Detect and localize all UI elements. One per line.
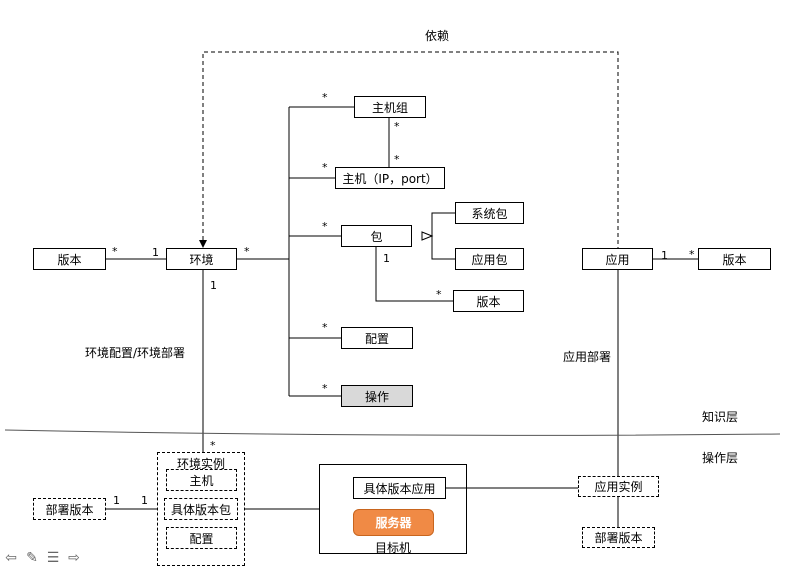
package-box[interactable]: 包 — [341, 225, 412, 247]
arrow-right-icon[interactable]: ⇨ — [68, 550, 80, 566]
application-box[interactable]: 应用 — [582, 248, 653, 270]
arrow-left-icon[interactable]: ⇦ — [5, 550, 17, 566]
mult-host-group-star: * — [322, 91, 328, 104]
mult-env-bus-star: * — [244, 245, 250, 258]
app-instance-box[interactable]: 应用实例 — [578, 476, 659, 497]
mult-deploy-right-one: 1 — [141, 494, 148, 507]
app-package-box[interactable]: 应用包 — [455, 248, 524, 270]
mult-version-env-star: * — [112, 245, 118, 258]
operation-box[interactable]: 操作 — [341, 385, 413, 407]
version-box-right[interactable]: 版本 — [698, 248, 771, 270]
knowledge-layer-label: 知识层 — [702, 410, 739, 424]
slide-nav: ⇦ ✎ ☰ ⇨ — [2, 550, 83, 566]
host-group-box[interactable]: 主机组 — [354, 96, 426, 118]
mult-group-host-star2: * — [394, 153, 400, 166]
mult-env-instance-one: 1 — [210, 279, 217, 292]
mult-app-version-star: * — [689, 248, 695, 261]
mult-deploy-left-one: 1 — [113, 494, 120, 507]
deploy-version-box-left[interactable]: 部署版本 — [33, 498, 106, 520]
mult-host-star: * — [322, 161, 328, 174]
config-box[interactable]: 配置 — [341, 327, 413, 349]
mult-package-star: * — [322, 220, 328, 233]
mult-group-host-star1: * — [394, 120, 400, 133]
mult-package-version-star: * — [436, 288, 442, 301]
menu-icon[interactable]: ☰ — [46, 550, 60, 566]
mult-operation-star: * — [322, 382, 328, 395]
app-deploy-label: 应用部署 — [563, 350, 612, 364]
instance-package-box[interactable]: 具体版本包 — [164, 498, 238, 520]
instance-config-box[interactable]: 配置 — [166, 527, 237, 549]
target-machine-label: 目标机 — [375, 541, 412, 555]
system-package-box[interactable]: 系统包 — [455, 202, 524, 224]
package-version-box[interactable]: 版本 — [453, 290, 524, 312]
env-instance-group: 环境实例 — [157, 452, 245, 566]
server-box[interactable]: 服务器 — [353, 509, 434, 536]
host-box[interactable]: 主机（IP，port） — [335, 167, 445, 189]
version-box-left[interactable]: 版本 — [33, 248, 106, 270]
environment-box[interactable]: 环境 — [166, 248, 237, 270]
env-instance-title: 环境实例 — [177, 457, 226, 471]
mult-package-version-one: 1 — [383, 252, 390, 265]
env-config-deploy-label: 环境配置/环境部署 — [85, 346, 186, 360]
deploy-version-box-bottom[interactable]: 部署版本 — [582, 527, 655, 548]
pencil-icon[interactable]: ✎ — [26, 550, 38, 566]
mult-config-star: * — [322, 321, 328, 334]
mult-env-instance-star: * — [210, 439, 216, 452]
instance-host-box[interactable]: 主机 — [166, 469, 237, 491]
dependency-label: 依赖 — [425, 29, 450, 43]
operation-layer-label: 操作层 — [702, 451, 739, 465]
concrete-app-box[interactable]: 具体版本应用 — [353, 477, 446, 499]
target-machine-group: 目标机 — [319, 464, 467, 555]
mult-version-env-one: 1 — [152, 246, 159, 259]
mult-app-version-one: 1 — [661, 249, 668, 262]
